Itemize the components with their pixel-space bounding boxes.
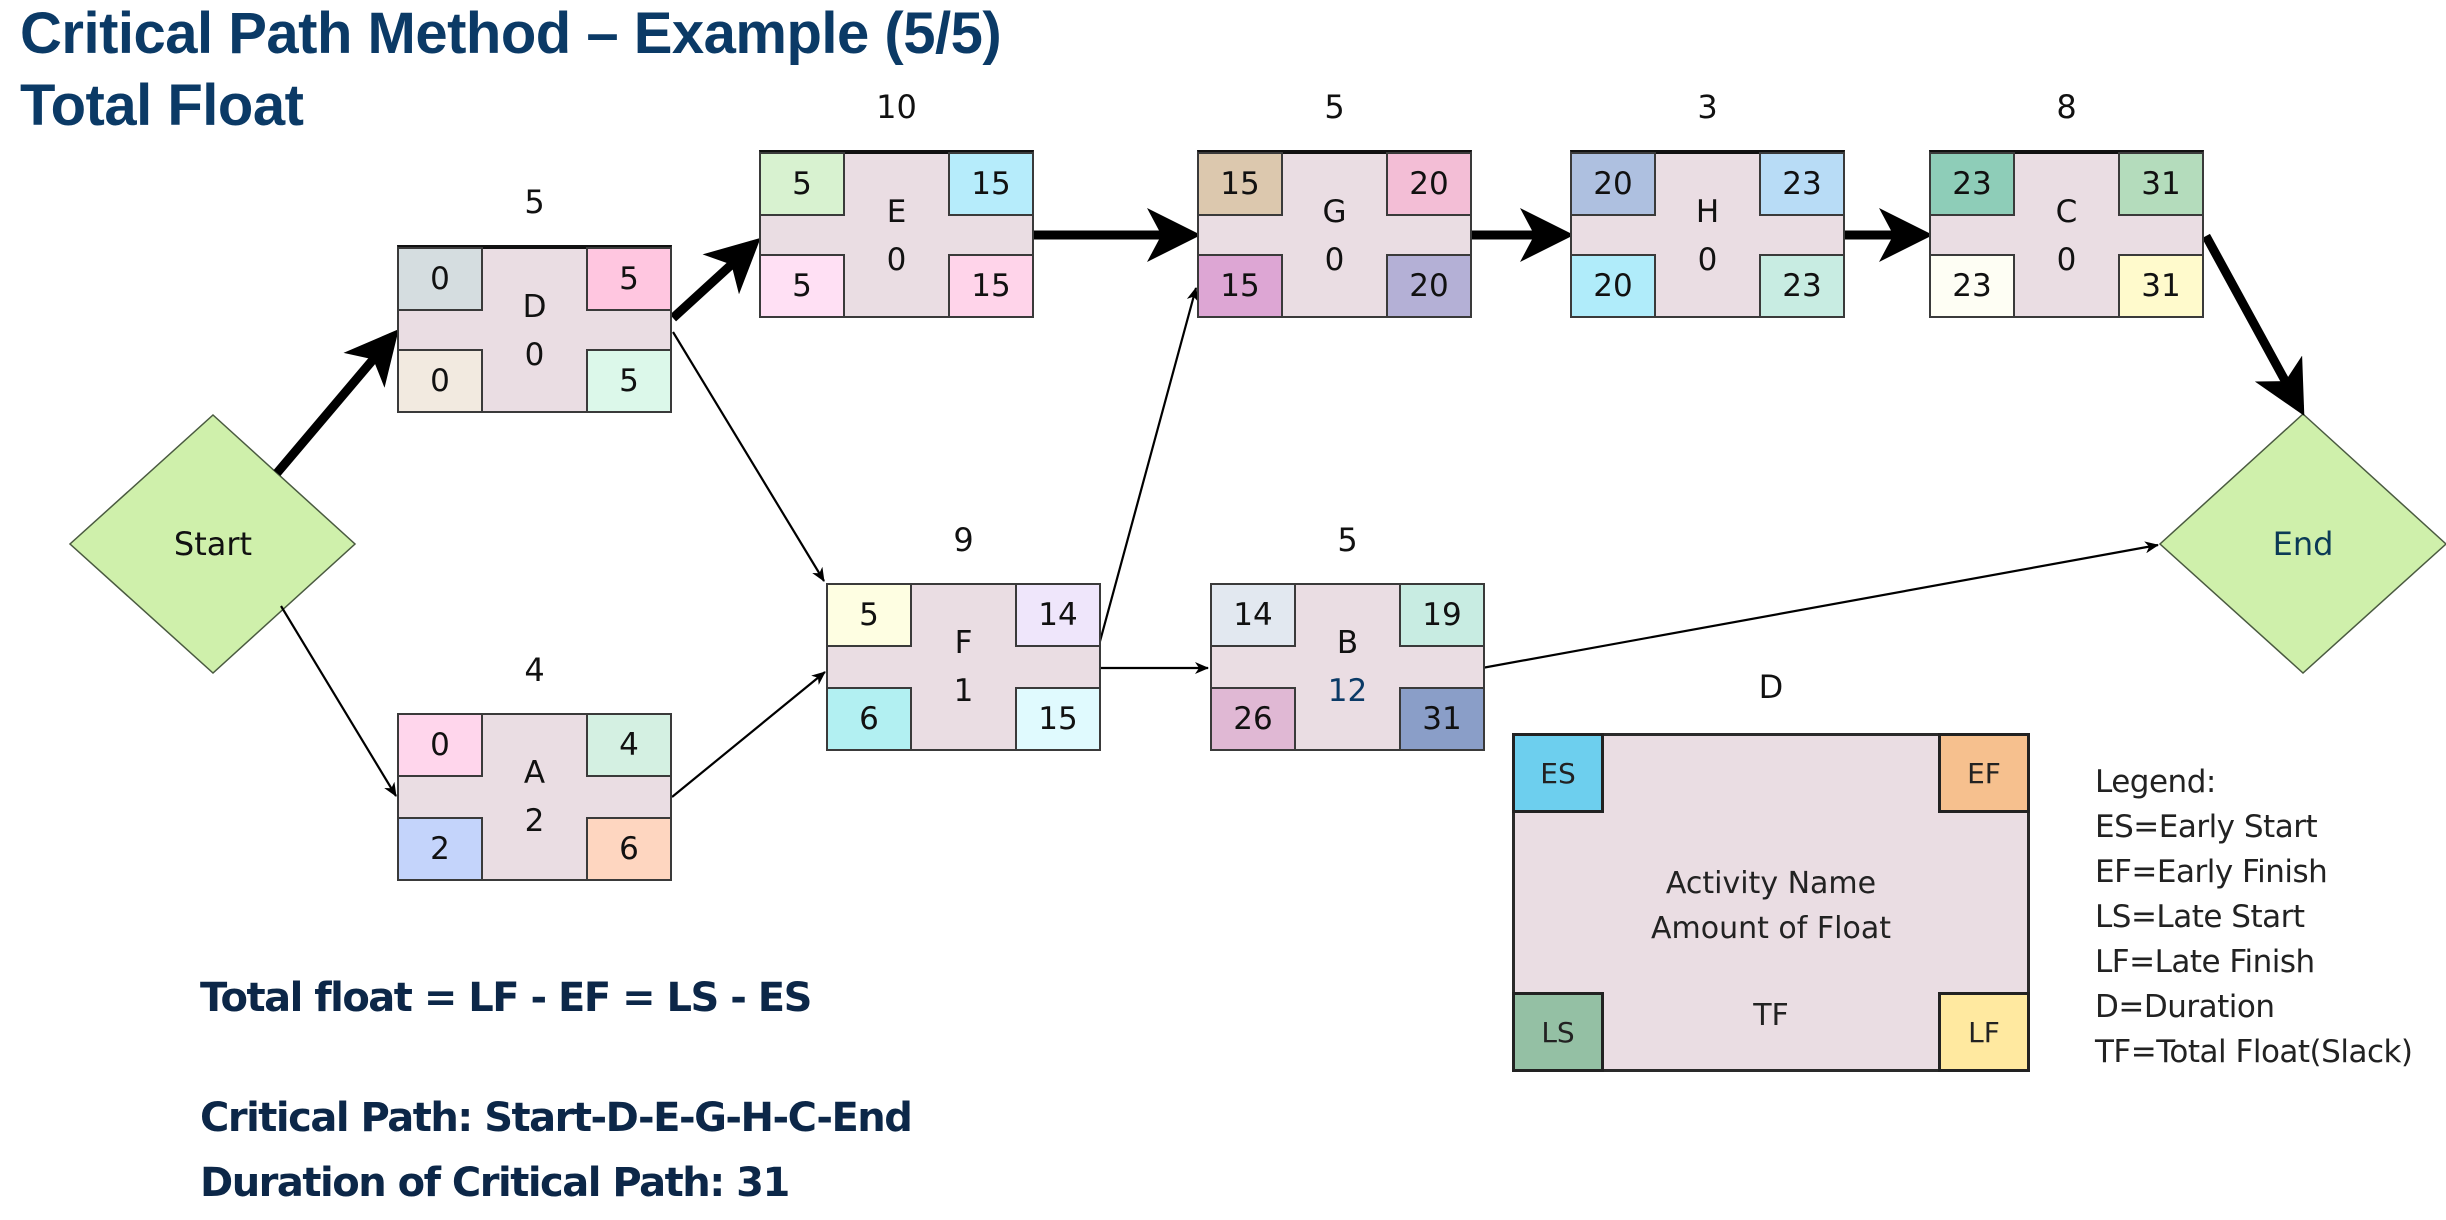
es-cell: 5	[826, 583, 912, 647]
lf-cell: 15	[948, 254, 1034, 318]
duration-label: 8	[2056, 88, 2077, 126]
total-float: 12	[1327, 673, 1368, 709]
ef-cell: 20	[1386, 152, 1472, 216]
ls-cell: 5	[759, 254, 845, 318]
ef-cell: 4	[586, 713, 672, 777]
lf-cell: 5	[586, 349, 672, 413]
legend-tf: TF	[1753, 998, 1789, 1033]
duration-label: 10	[876, 88, 917, 126]
total-float: 0	[1324, 242, 1345, 278]
legend-item: LF=Late Finish	[2095, 944, 2315, 980]
legend-heading: Legend:	[2095, 764, 2216, 800]
ls-cell: 26	[1210, 687, 1296, 751]
activity-node-f: 5 14 6 15 F 1	[826, 583, 1101, 751]
total-float: 0	[1697, 242, 1718, 278]
ef-cell: 14	[1015, 583, 1101, 647]
es-cell: 14	[1210, 583, 1296, 647]
activity-name: C	[2055, 194, 2078, 230]
es-cell: 15	[1197, 152, 1283, 216]
es-cell: 20	[1570, 152, 1656, 216]
ls-cell: 23	[1929, 254, 2015, 318]
legend-lf-cell: LF	[1938, 992, 2030, 1072]
ef-cell: 5	[586, 247, 672, 311]
edge-start-a	[280, 605, 397, 797]
legend-item: D=Duration	[2095, 989, 2275, 1025]
duration-label: 5	[1324, 88, 1345, 126]
activity-node-a: 0 4 2 6 A 2	[397, 713, 672, 881]
end-label: End	[2272, 525, 2334, 563]
legend-item: EF=Early Finish	[2095, 854, 2328, 890]
end-diamond	[2158, 412, 2446, 675]
activity-name: D	[522, 289, 547, 325]
edge-a-f	[671, 671, 826, 798]
es-cell: 5	[759, 152, 845, 216]
legend-amount-of-float: Amount of Float	[1651, 911, 1891, 946]
critical-path-duration: Duration of Critical Path: 31	[200, 1160, 790, 1206]
ls-cell: 15	[1197, 254, 1283, 318]
ef-cell: 23	[1759, 152, 1845, 216]
duration-label: 9	[953, 521, 974, 559]
legend-list: Legend: ES=Early Start EF=Early Finish L…	[2095, 760, 2413, 1075]
activity-name: E	[886, 194, 907, 230]
slide-subtitle: Total Float	[20, 73, 304, 138]
ef-cell: 15	[948, 152, 1034, 216]
duration-label: 5	[1337, 521, 1358, 559]
total-float: 0	[524, 337, 545, 373]
edge-f-g	[1097, 287, 1199, 646]
duration-label: 3	[1697, 88, 1718, 126]
legend-activity-name: Activity Name	[1665, 866, 1877, 901]
edge-d-e	[669, 237, 761, 322]
edge-c-end	[2202, 233, 2305, 416]
legend-es-cell: ES	[1512, 733, 1604, 813]
lf-cell: 15	[1015, 687, 1101, 751]
edge-start-d	[273, 329, 399, 476]
edge-d-f	[672, 331, 825, 582]
legend-box-duration: D	[1758, 668, 1784, 706]
start-label: Start	[173, 525, 253, 563]
critical-path-text: Critical Path: Start-D-E-G-H-C-End	[200, 1095, 913, 1141]
legend-example-box: ES EF LS LF Activity Name Amount of Floa…	[1512, 733, 2030, 1072]
es-cell: 0	[397, 713, 483, 777]
ls-cell: 2	[397, 817, 483, 881]
total-float: 1	[953, 673, 974, 709]
legend-ls-cell: LS	[1512, 992, 1604, 1072]
ls-cell: 0	[397, 349, 483, 413]
lf-cell: 6	[586, 817, 672, 881]
total-float: 0	[2056, 242, 2077, 278]
total-float-formula: Total float = LF - EF = LS - ES	[200, 975, 812, 1021]
es-cell: 0	[397, 247, 483, 311]
activity-name: B	[1336, 625, 1359, 661]
duration-label: 4	[524, 651, 545, 689]
ls-cell: 6	[826, 687, 912, 751]
legend-item: TF=Total Float(Slack)	[2095, 1034, 2413, 1070]
lf-cell: 20	[1386, 254, 1472, 318]
duration-label: 5	[524, 183, 545, 221]
activity-node-b: 14 19 26 31 B 12	[1210, 583, 1485, 751]
lf-cell: 23	[1759, 254, 1845, 318]
activity-name: G	[1322, 194, 1347, 230]
activity-name: H	[1695, 194, 1720, 230]
slide-title: Critical Path Method – Example (5/5)	[20, 1, 1002, 66]
legend-item: ES=Early Start	[2095, 809, 2318, 845]
ef-cell: 31	[2118, 152, 2204, 216]
ls-cell: 20	[1570, 254, 1656, 318]
es-cell: 23	[1929, 152, 2015, 216]
activity-name: F	[954, 625, 973, 661]
legend-item: LS=Late Start	[2095, 899, 2305, 935]
activity-name: A	[523, 755, 546, 791]
edge-b-end	[1481, 541, 2159, 670]
total-float: 2	[524, 803, 545, 839]
total-float: 0	[886, 242, 907, 278]
legend-ef-cell: EF	[1938, 733, 2030, 813]
lf-cell: 31	[2118, 254, 2204, 318]
ef-cell: 19	[1399, 583, 1485, 647]
lf-cell: 31	[1399, 687, 1485, 751]
